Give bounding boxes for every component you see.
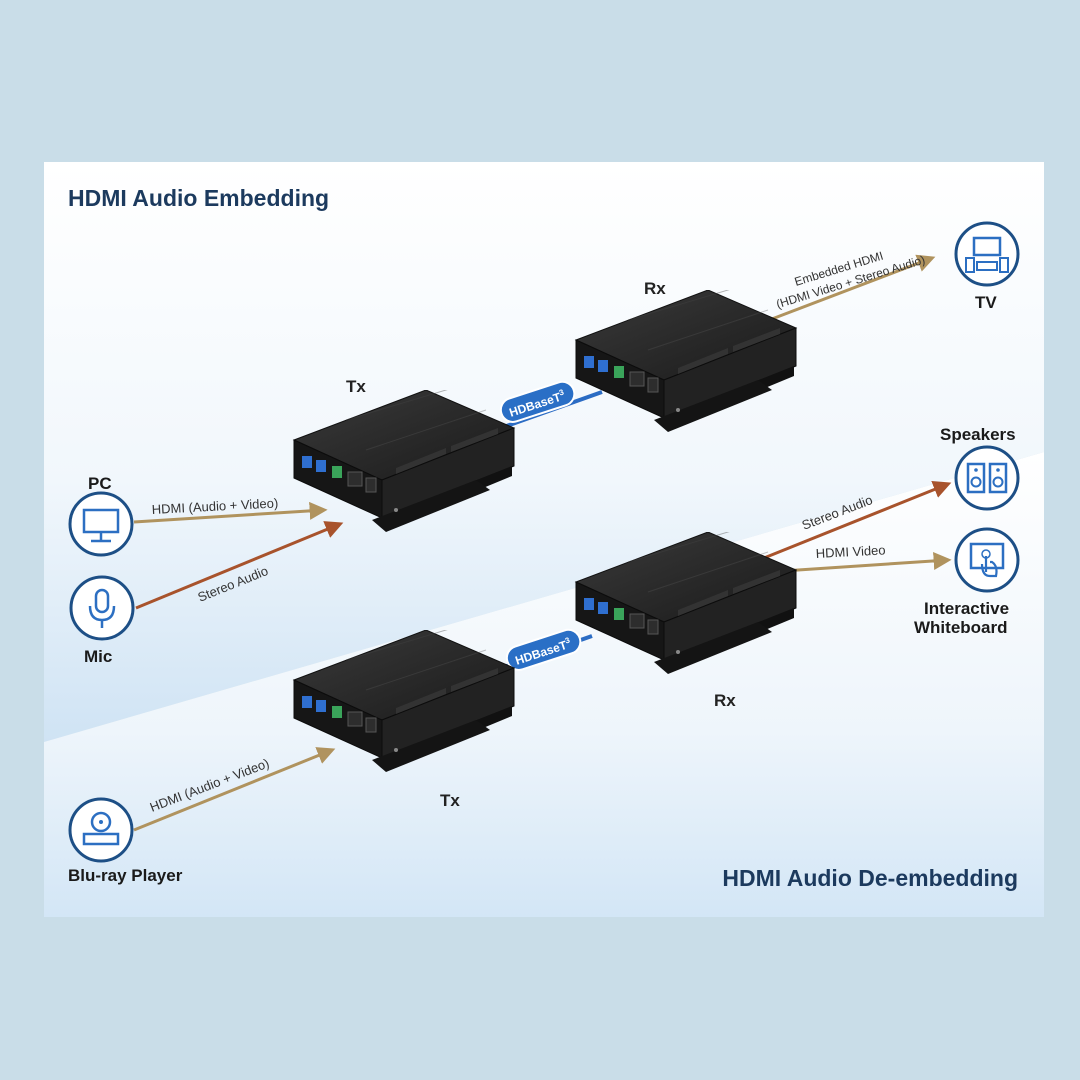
- bottom-tx-label: Tx: [440, 791, 460, 810]
- whiteboard-cable-label: HDMI Video: [815, 542, 886, 561]
- tv-hdmi-cable: [763, 254, 936, 324]
- top-rx-label: Rx: [644, 279, 666, 298]
- touch-whiteboard-icon: [954, 527, 1020, 593]
- top-tx-label: Tx: [346, 377, 366, 396]
- whiteboard-hdmi-cable: [767, 551, 952, 574]
- bottom-section-title: HDMI Audio De-embedding: [722, 865, 1018, 891]
- bluray-player-icon: [68, 797, 134, 863]
- tv-speakers-icon: [954, 221, 1020, 287]
- pc-cable-label: HDMI (Audio + Video): [151, 495, 278, 517]
- top-section-background: [44, 162, 1044, 742]
- speakers-audio-cable: [763, 481, 952, 560]
- mic-audio-cable: [135, 521, 344, 610]
- top-section-title: HDMI Audio Embedding: [68, 185, 329, 211]
- mic-label: Mic: [84, 647, 112, 666]
- bottom-rx-label: Rx: [714, 691, 736, 710]
- pc-hdmi-cable: [133, 501, 328, 524]
- speakers-icon: [954, 445, 1020, 511]
- whiteboard-label-line2: Whiteboard: [914, 618, 1008, 637]
- bluray-hdmi-cable: [133, 747, 336, 832]
- diagram-panel: HDMI Audio Embedding HDMI (Audio + Video…: [44, 162, 1044, 917]
- bottom-section-background: [44, 452, 1044, 917]
- speakers-label: Speakers: [940, 425, 1016, 444]
- diagram-canvas: HDMI Audio Embedding HDMI (Audio + Video…: [44, 162, 1044, 917]
- bluray-label: Blu-ray Player: [68, 866, 183, 885]
- tv-label: TV: [975, 293, 997, 312]
- whiteboard-label-line1: Interactive: [924, 599, 1009, 618]
- pc-label: PC: [88, 474, 112, 493]
- microphone-icon: [69, 575, 135, 641]
- monitor-icon: [68, 491, 134, 557]
